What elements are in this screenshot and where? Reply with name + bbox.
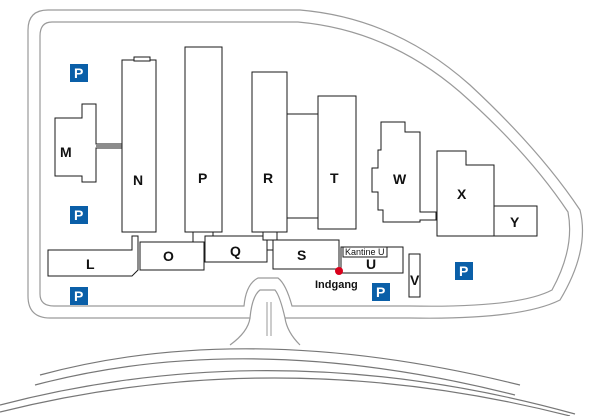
parking-label: P: [74, 65, 83, 81]
main-road-upper-1: [39, 348, 521, 386]
building-q-label: Q: [230, 243, 241, 259]
parking-marker-3: P: [70, 287, 88, 305]
entrance-dot-icon: [335, 267, 343, 275]
connector-r-t: [286, 113, 319, 219]
building-y-shape: [493, 205, 538, 237]
building-t-shape: [317, 95, 357, 230]
building-r-shape: [251, 71, 288, 233]
building-m-shape: [54, 103, 123, 183]
parking-icon: [455, 262, 473, 280]
parking-marker-5: P: [455, 262, 473, 280]
parking-label: P: [74, 288, 83, 304]
parking-label: P: [376, 284, 385, 300]
building-p-shape: [184, 46, 223, 233]
building-o-label: O: [163, 248, 174, 264]
building-s-shape: [272, 239, 340, 270]
parking-label: P: [459, 263, 468, 279]
building-p-label: P: [198, 170, 207, 186]
canteen-u-box: [342, 246, 388, 258]
building-x-shape: [436, 150, 495, 237]
parking-icon: [372, 283, 390, 301]
access-road-left: [229, 317, 251, 346]
building-n-label: N: [133, 172, 143, 188]
building-l-shape: [47, 235, 139, 277]
building-v-shape: [408, 253, 421, 298]
building-t-label: T: [330, 170, 339, 186]
building-r-label: R: [263, 170, 273, 186]
main-road-lower-1: [0, 370, 576, 415]
building-n-roof: [133, 56, 151, 62]
parking-marker-2: P: [70, 206, 88, 224]
connector-r-s: [262, 231, 278, 241]
canteen-u-label: Kantine U: [345, 247, 385, 257]
building-m-label: M: [60, 144, 72, 160]
building-q-shape: [204, 235, 268, 263]
main-road-upper-2: [34, 358, 516, 396]
perimeter-road-inner: [39, 21, 571, 307]
building-s-label: S: [297, 247, 306, 263]
perimeter-road-outer: [27, 9, 584, 319]
parking-icon: [70, 206, 88, 224]
parking-label: P: [74, 207, 83, 223]
building-y-label: Y: [510, 214, 520, 230]
parking-icon: [70, 64, 88, 82]
parking-icon: [70, 287, 88, 305]
building-u-label: U: [366, 256, 376, 272]
building-n-shape: [121, 59, 157, 233]
building-w-shape: [371, 121, 437, 223]
building-w-label: W: [393, 171, 407, 187]
building-l-label: L: [86, 256, 95, 272]
access-road-right: [284, 317, 301, 346]
entrance-label: Indgang: [315, 279, 358, 291]
parking-marker-1: P: [70, 64, 88, 82]
main-road-lower-2: [0, 377, 571, 416]
parking-marker-4: P: [372, 283, 390, 301]
building-v-label: V: [410, 272, 420, 288]
building-x-label: X: [457, 186, 467, 202]
